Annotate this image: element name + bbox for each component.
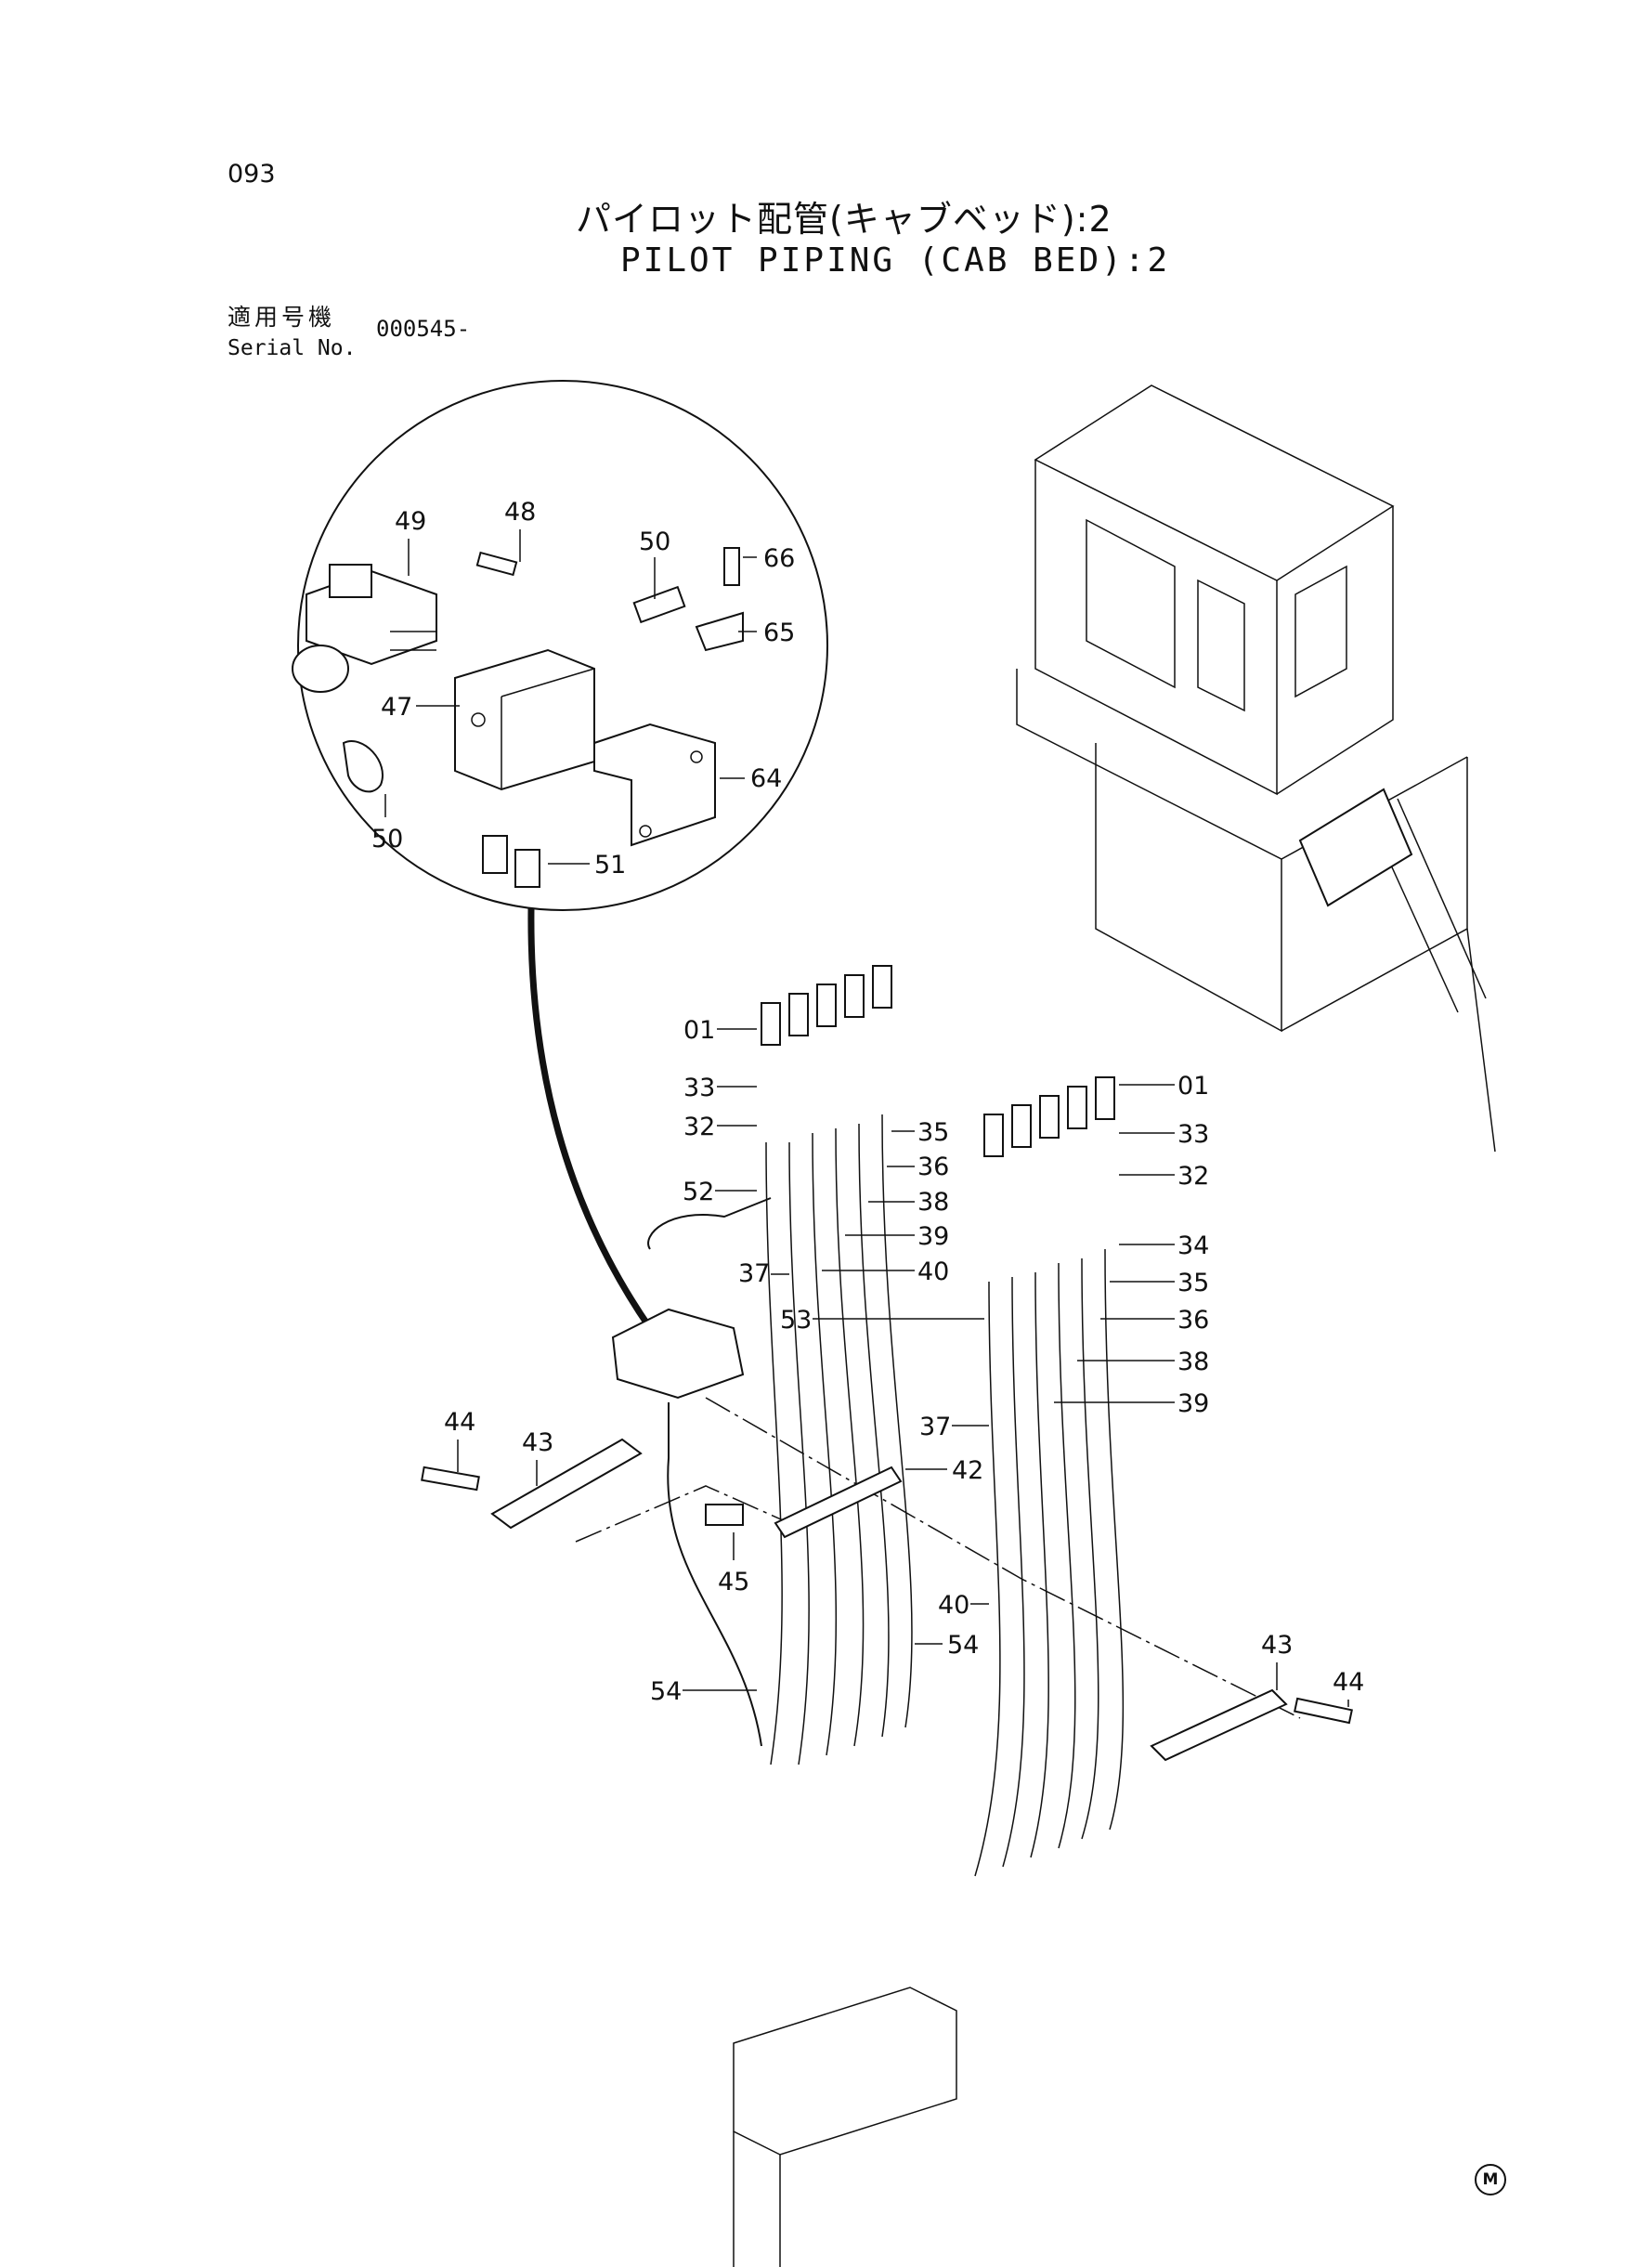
callout-34: 34 <box>1177 1231 1209 1260</box>
callout-44-right: 44 <box>1333 1668 1364 1697</box>
page-number: 093 <box>228 160 276 189</box>
callout-01-left: 01 <box>683 1016 715 1045</box>
detail-circle <box>297 380 828 1330</box>
callout-43-right: 43 <box>1261 1631 1293 1660</box>
callout-40-left: 40 <box>917 1257 949 1286</box>
callout-50-upper: 50 <box>639 528 670 556</box>
callout-52: 52 <box>683 1178 714 1206</box>
callout-39-right: 39 <box>1177 1389 1209 1418</box>
valve-block <box>454 648 595 791</box>
callout-44-left: 44 <box>444 1408 475 1437</box>
callout-47: 47 <box>381 693 412 722</box>
clamp-right <box>1150 1688 1353 1762</box>
callout-42: 42 <box>952 1456 983 1485</box>
page-title-english: PILOT PIPING (CAB BED):2 <box>620 241 1171 280</box>
serial-label-english: Serial No. <box>228 336 357 360</box>
manufacturer-mark: M <box>1475 2164 1506 2195</box>
callout-36-left: 36 <box>917 1153 949 1181</box>
solenoid-valve <box>292 564 437 693</box>
control-valve-block <box>733 1987 957 2267</box>
callout-45: 45 <box>718 1568 749 1596</box>
callouts: 49 48 50 66 65 47 64 50 51 01 33 32 35 3… <box>371 498 1364 1706</box>
callout-36-right: 36 <box>1177 1306 1209 1335</box>
left-hose-bundle <box>765 1114 913 1765</box>
callout-51: 51 <box>594 851 626 879</box>
callout-37-left: 37 <box>738 1259 770 1288</box>
clamp-center <box>705 1466 903 1539</box>
callout-35-left: 35 <box>917 1118 949 1147</box>
mounting-bracket <box>593 723 716 847</box>
page-title-japanese: パイロット配管(キャブベッド):2 <box>576 199 1112 240</box>
callout-01-right: 01 <box>1177 1072 1209 1101</box>
callout-66: 66 <box>763 544 795 573</box>
callout-40-right: 40 <box>938 1591 969 1620</box>
cab-outline <box>1016 384 1496 1153</box>
callout-48: 48 <box>504 498 536 527</box>
right-hose-bundle <box>974 1248 1125 1877</box>
callout-35-right: 35 <box>1177 1269 1209 1297</box>
serial-number-value: 000545- <box>376 316 471 342</box>
callout-38-right: 38 <box>1177 1348 1209 1376</box>
callout-32-left: 32 <box>683 1113 715 1141</box>
detail-leader-line <box>527 907 653 1330</box>
callout-38-left: 38 <box>917 1188 949 1217</box>
detail-fittings <box>342 547 744 888</box>
clamp-left <box>421 1438 643 1530</box>
callout-33-left: 33 <box>683 1074 715 1102</box>
callout-53: 53 <box>780 1306 812 1335</box>
callout-33-right: 33 <box>1177 1120 1209 1149</box>
callout-65: 65 <box>763 619 795 647</box>
callout-32-right: 32 <box>1177 1162 1209 1191</box>
callout-leader-lines <box>384 529 1349 1707</box>
upper-fitting-stacks <box>761 965 1115 1157</box>
main-view-valve <box>611 1197 772 1747</box>
serial-label-japanese: 適用号機 <box>228 304 336 331</box>
assembly-guide-lines <box>575 1397 1301 1719</box>
callout-54-left: 54 <box>650 1677 682 1706</box>
callout-49: 49 <box>395 507 426 536</box>
callout-54-right: 54 <box>947 1631 979 1660</box>
callout-37-right: 37 <box>919 1413 951 1441</box>
callout-43-left: 43 <box>522 1428 553 1457</box>
callout-64: 64 <box>750 764 782 793</box>
callout-50-lower: 50 <box>371 825 403 853</box>
callout-39-left: 39 <box>917 1222 949 1251</box>
